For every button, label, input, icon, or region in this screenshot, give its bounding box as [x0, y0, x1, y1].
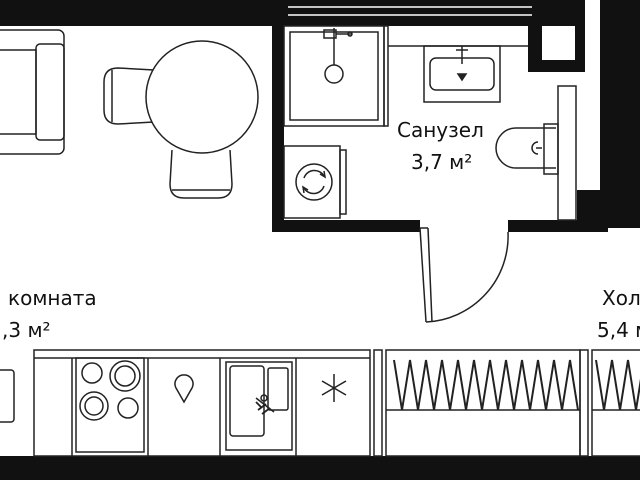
living-room-area: ,3 м² [2, 318, 51, 342]
fridge-snowflake-icon [321, 374, 347, 402]
sofa [0, 29, 65, 155]
right-outer-wall [600, 0, 640, 200]
top-wall [0, 0, 583, 26]
bathroom-area: 3,7 м² [411, 150, 473, 174]
dining-set [103, 40, 259, 199]
bottom-wall [0, 456, 640, 480]
kitchen-counter [0, 349, 371, 457]
sink [423, 45, 501, 103]
bathroom-left-wall [272, 20, 284, 230]
bathroom-right-panel [557, 85, 577, 221]
shower-tray [283, 25, 385, 127]
hall-area: 5,4 м [597, 318, 640, 342]
shaft-bottom-wall [528, 60, 583, 72]
top-window [288, 6, 532, 16]
shaft-left-wall [528, 20, 542, 70]
bathroom-door [419, 227, 509, 323]
shaft-right-wall [575, 0, 585, 72]
kitchen-sink [225, 361, 293, 451]
gas-pin-icon [174, 374, 194, 404]
cooktop [75, 357, 145, 453]
right-corner-fill [577, 190, 640, 228]
living-room-name: комната [8, 286, 97, 310]
bathroom-bottom-wall-left [272, 220, 420, 232]
hall-name: Хол [602, 286, 640, 310]
toilet [495, 123, 559, 175]
wardrobe [373, 349, 640, 457]
bathroom-name: Санузел [397, 118, 484, 142]
washing-machine [283, 145, 347, 219]
